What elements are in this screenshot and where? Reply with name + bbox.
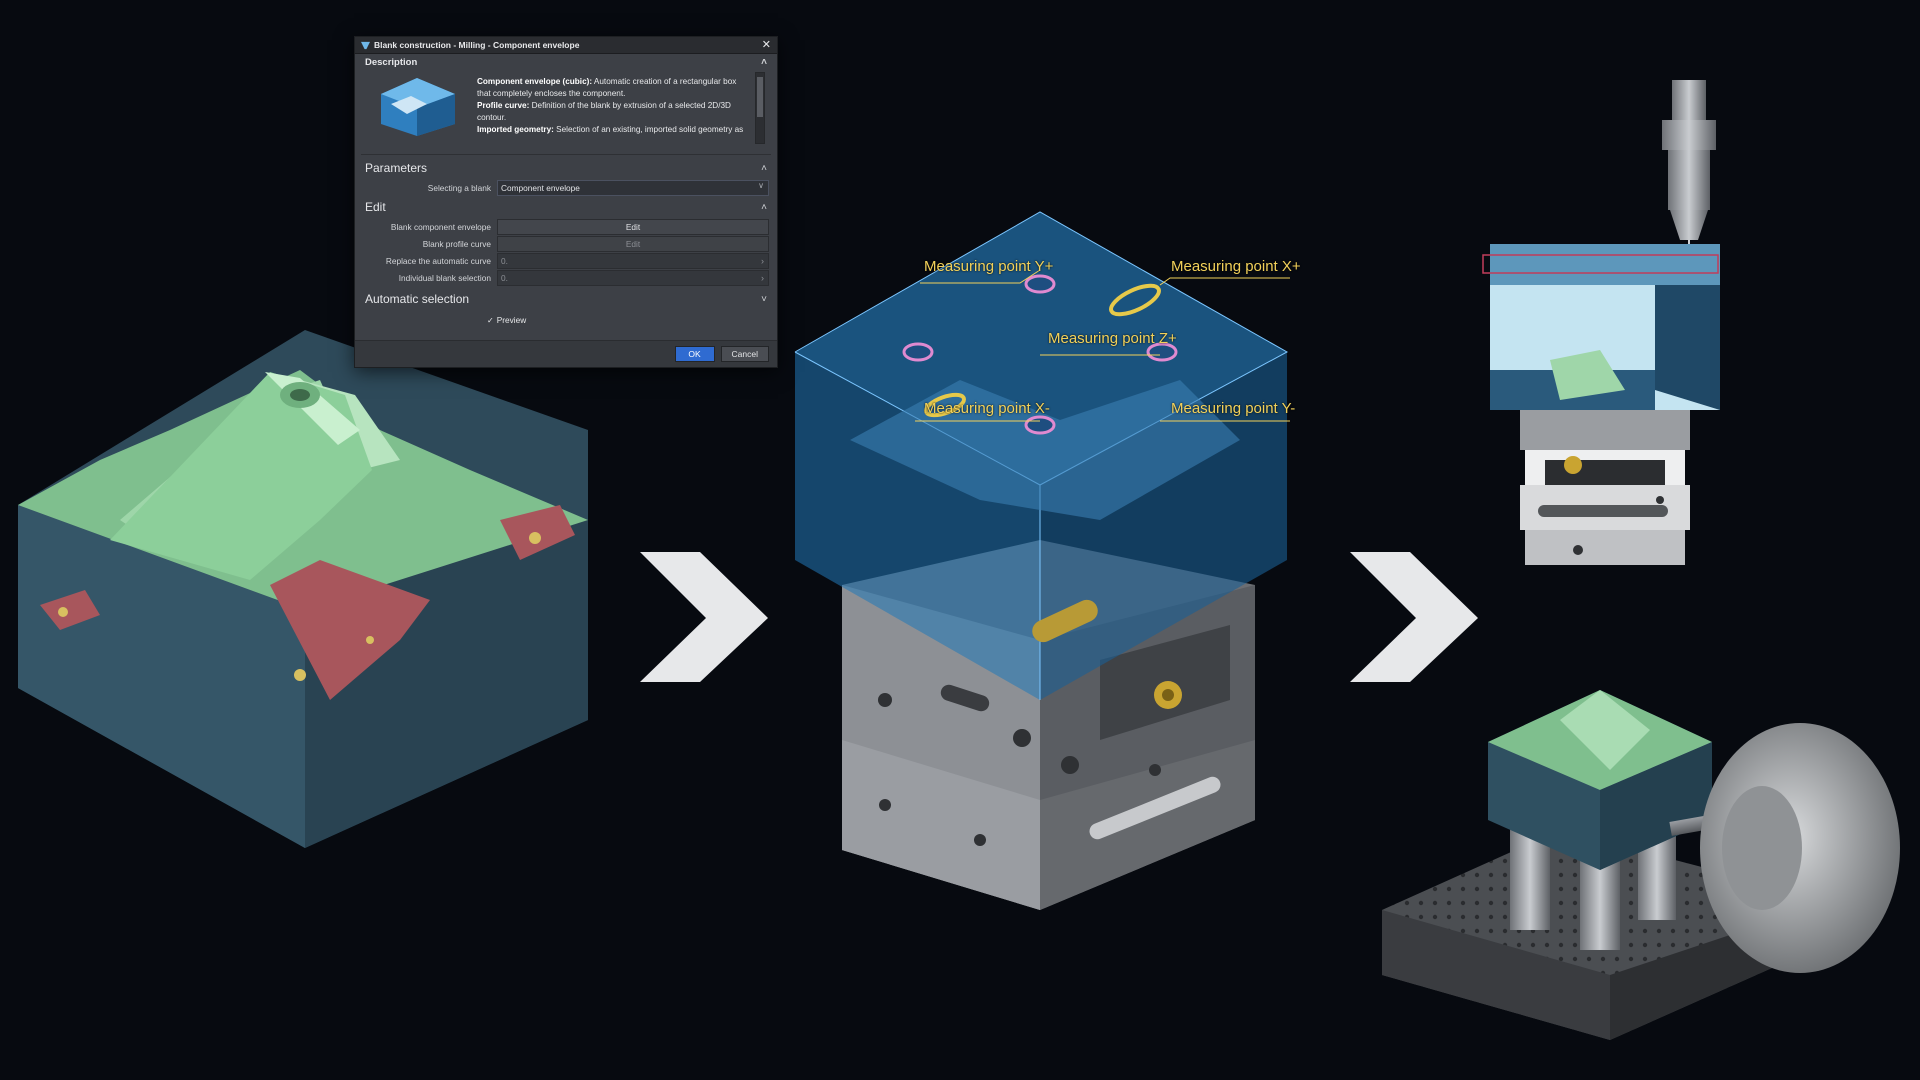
edit-profile-curve-button[interactable]: Edit — [497, 235, 769, 252]
fixture-machining-model — [1382, 690, 1900, 1040]
blank-construction-dialog: Blank construction - Milling - Component… — [354, 36, 778, 368]
parameters-header[interactable]: Parameters ˄ — [355, 157, 777, 179]
expand-icon[interactable]: ˅ — [761, 293, 767, 305]
component-envelope-thumbnail — [381, 78, 455, 136]
description-header[interactable]: Description ˄ — [355, 54, 777, 70]
dialog-titlebar: Blank construction - Milling - Component… — [355, 37, 777, 54]
collapse-icon[interactable]: ˄ — [761, 162, 767, 174]
automatic-selection-title: Automatic selection — [365, 292, 470, 306]
vise-with-blank-model — [794, 211, 1290, 910]
next-step-arrow-1 — [640, 552, 768, 682]
edit-title: Edit — [365, 200, 386, 214]
next-step-arrow-2 — [1350, 552, 1478, 682]
measuring-point-x-plus-label: Measuring point X+ — [1171, 258, 1301, 275]
automatic-selection-header[interactable]: Automatic selection ˅ — [355, 288, 777, 310]
measuring-point-y-minus-label: Measuring point Y- — [1171, 400, 1296, 417]
description-item: Component envelope (cubic): Automatic cr… — [477, 77, 737, 98]
description-item: Imported geometry: Selection of an exist… — [477, 125, 744, 134]
parameters-title: Parameters — [365, 161, 428, 175]
selecting-blank-row: Selecting a blank Component envelope ∨ — [355, 179, 777, 196]
chevron-right-icon: › — [761, 272, 764, 283]
checkmark-icon: ✓ — [487, 315, 494, 325]
preview-checkbox[interactable]: ✓ Preview — [487, 315, 527, 325]
individual-blank-selection-row: Individual blank selection 0. › — [355, 269, 777, 286]
selecting-blank-label: Selecting a blank — [427, 182, 491, 193]
description-scrollbar[interactable] — [755, 72, 765, 144]
probe-setup-model — [1482, 80, 1720, 565]
dialog-title: Blank construction - Milling - Component… — [374, 40, 580, 50]
blank-component-envelope-row: Blank component envelope Edit — [355, 218, 777, 235]
app-icon — [361, 41, 370, 49]
replace-automatic-curve-field[interactable]: 0. › — [497, 252, 769, 269]
measuring-point-x-minus-label: Measuring point X- — [924, 400, 1050, 417]
replace-automatic-curve-row: Replace the automatic curve 0. › — [355, 252, 777, 269]
close-icon[interactable]: ✕ — [761, 38, 771, 51]
chevron-right-icon: › — [761, 255, 764, 266]
divider — [361, 154, 771, 155]
ok-button[interactable]: OK — [674, 346, 715, 362]
collapse-icon[interactable]: ˄ — [761, 201, 767, 213]
chevron-down-icon: ∨ — [758, 180, 764, 190]
collapse-icon[interactable]: ˄ — [761, 56, 767, 68]
edit-header[interactable]: Edit ˄ — [355, 196, 777, 218]
description-body: Component envelope (cubic): Automatic cr… — [365, 70, 767, 148]
selecting-blank-select[interactable]: Component envelope ∨ — [497, 179, 769, 196]
description-item: Profile curve: Definition of the blank b… — [477, 101, 731, 122]
mold-part-model — [18, 330, 588, 848]
description-title: Description — [365, 56, 418, 68]
cancel-button[interactable]: Cancel — [720, 346, 769, 362]
dialog-footer: OK Cancel — [355, 340, 777, 367]
measuring-point-y-plus-label: Measuring point Y+ — [924, 258, 1054, 275]
blank-profile-curve-row: Blank profile curve Edit — [355, 235, 777, 252]
edit-envelope-button[interactable]: Edit — [497, 218, 769, 235]
measuring-point-z-plus-label: Measuring point Z+ — [1048, 330, 1177, 347]
description-text: Component envelope (cubic): Automatic cr… — [477, 70, 767, 148]
individual-blank-selection-field[interactable]: 0. › — [497, 269, 769, 286]
